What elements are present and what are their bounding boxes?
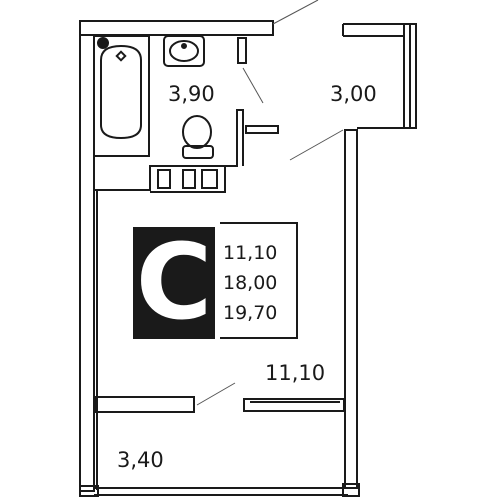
pipe-box-1 <box>157 169 171 189</box>
bath-door <box>245 125 279 134</box>
entry-door-swing <box>196 382 236 406</box>
door-jamb <box>237 37 247 64</box>
hallway-area-label: 3,40 <box>117 448 164 472</box>
balcony-door-swing <box>289 129 344 161</box>
apartment-type-badge: C 11,10 18,00 19,70 <box>133 221 298 343</box>
living-elements <box>95 0 345 413</box>
top-door-swing <box>272 0 319 25</box>
tap-icon <box>115 50 127 62</box>
badge-background <box>133 227 215 339</box>
bathroom-walls <box>93 35 279 193</box>
balcony-railing <box>403 23 417 129</box>
bath-right-partition <box>225 109 244 167</box>
bathroom-area-label: 3,90 <box>168 82 215 106</box>
right-wall <box>344 129 358 489</box>
balcony-outline-outer <box>343 23 411 129</box>
badge-letter: C <box>136 221 212 343</box>
sink <box>163 35 205 67</box>
bathtub-basin <box>100 44 142 140</box>
bath-partition <box>94 165 226 193</box>
sink-tap-icon <box>181 43 187 49</box>
bathtub <box>93 35 150 157</box>
radiator <box>243 398 345 412</box>
toilet-bowl <box>182 115 212 149</box>
left-wall <box>79 34 95 492</box>
bottom-right-corner <box>342 483 360 497</box>
living-area-label: 11,10 <box>265 361 325 385</box>
bath-door-swing <box>242 67 264 104</box>
outer-walls <box>79 20 360 497</box>
total-area-summary: 18,00 <box>223 272 277 294</box>
drain-icon <box>97 37 109 49</box>
summary-bracket <box>220 222 298 339</box>
living-area-summary: 11,10 <box>223 242 277 264</box>
pipe-box-2 <box>182 169 196 189</box>
total-with-balcony-summary: 19,70 <box>223 302 277 324</box>
top-wall <box>79 20 274 36</box>
pipe-box-3 <box>201 169 218 189</box>
sink-basin <box>169 40 199 62</box>
bottom-left-corner <box>79 485 99 497</box>
balcony <box>342 23 417 129</box>
balcony-area-label: 3,00 <box>330 82 377 106</box>
balcony-outline-inner <box>343 35 405 122</box>
toilet-tank <box>182 145 214 159</box>
hall-partition <box>95 396 195 413</box>
